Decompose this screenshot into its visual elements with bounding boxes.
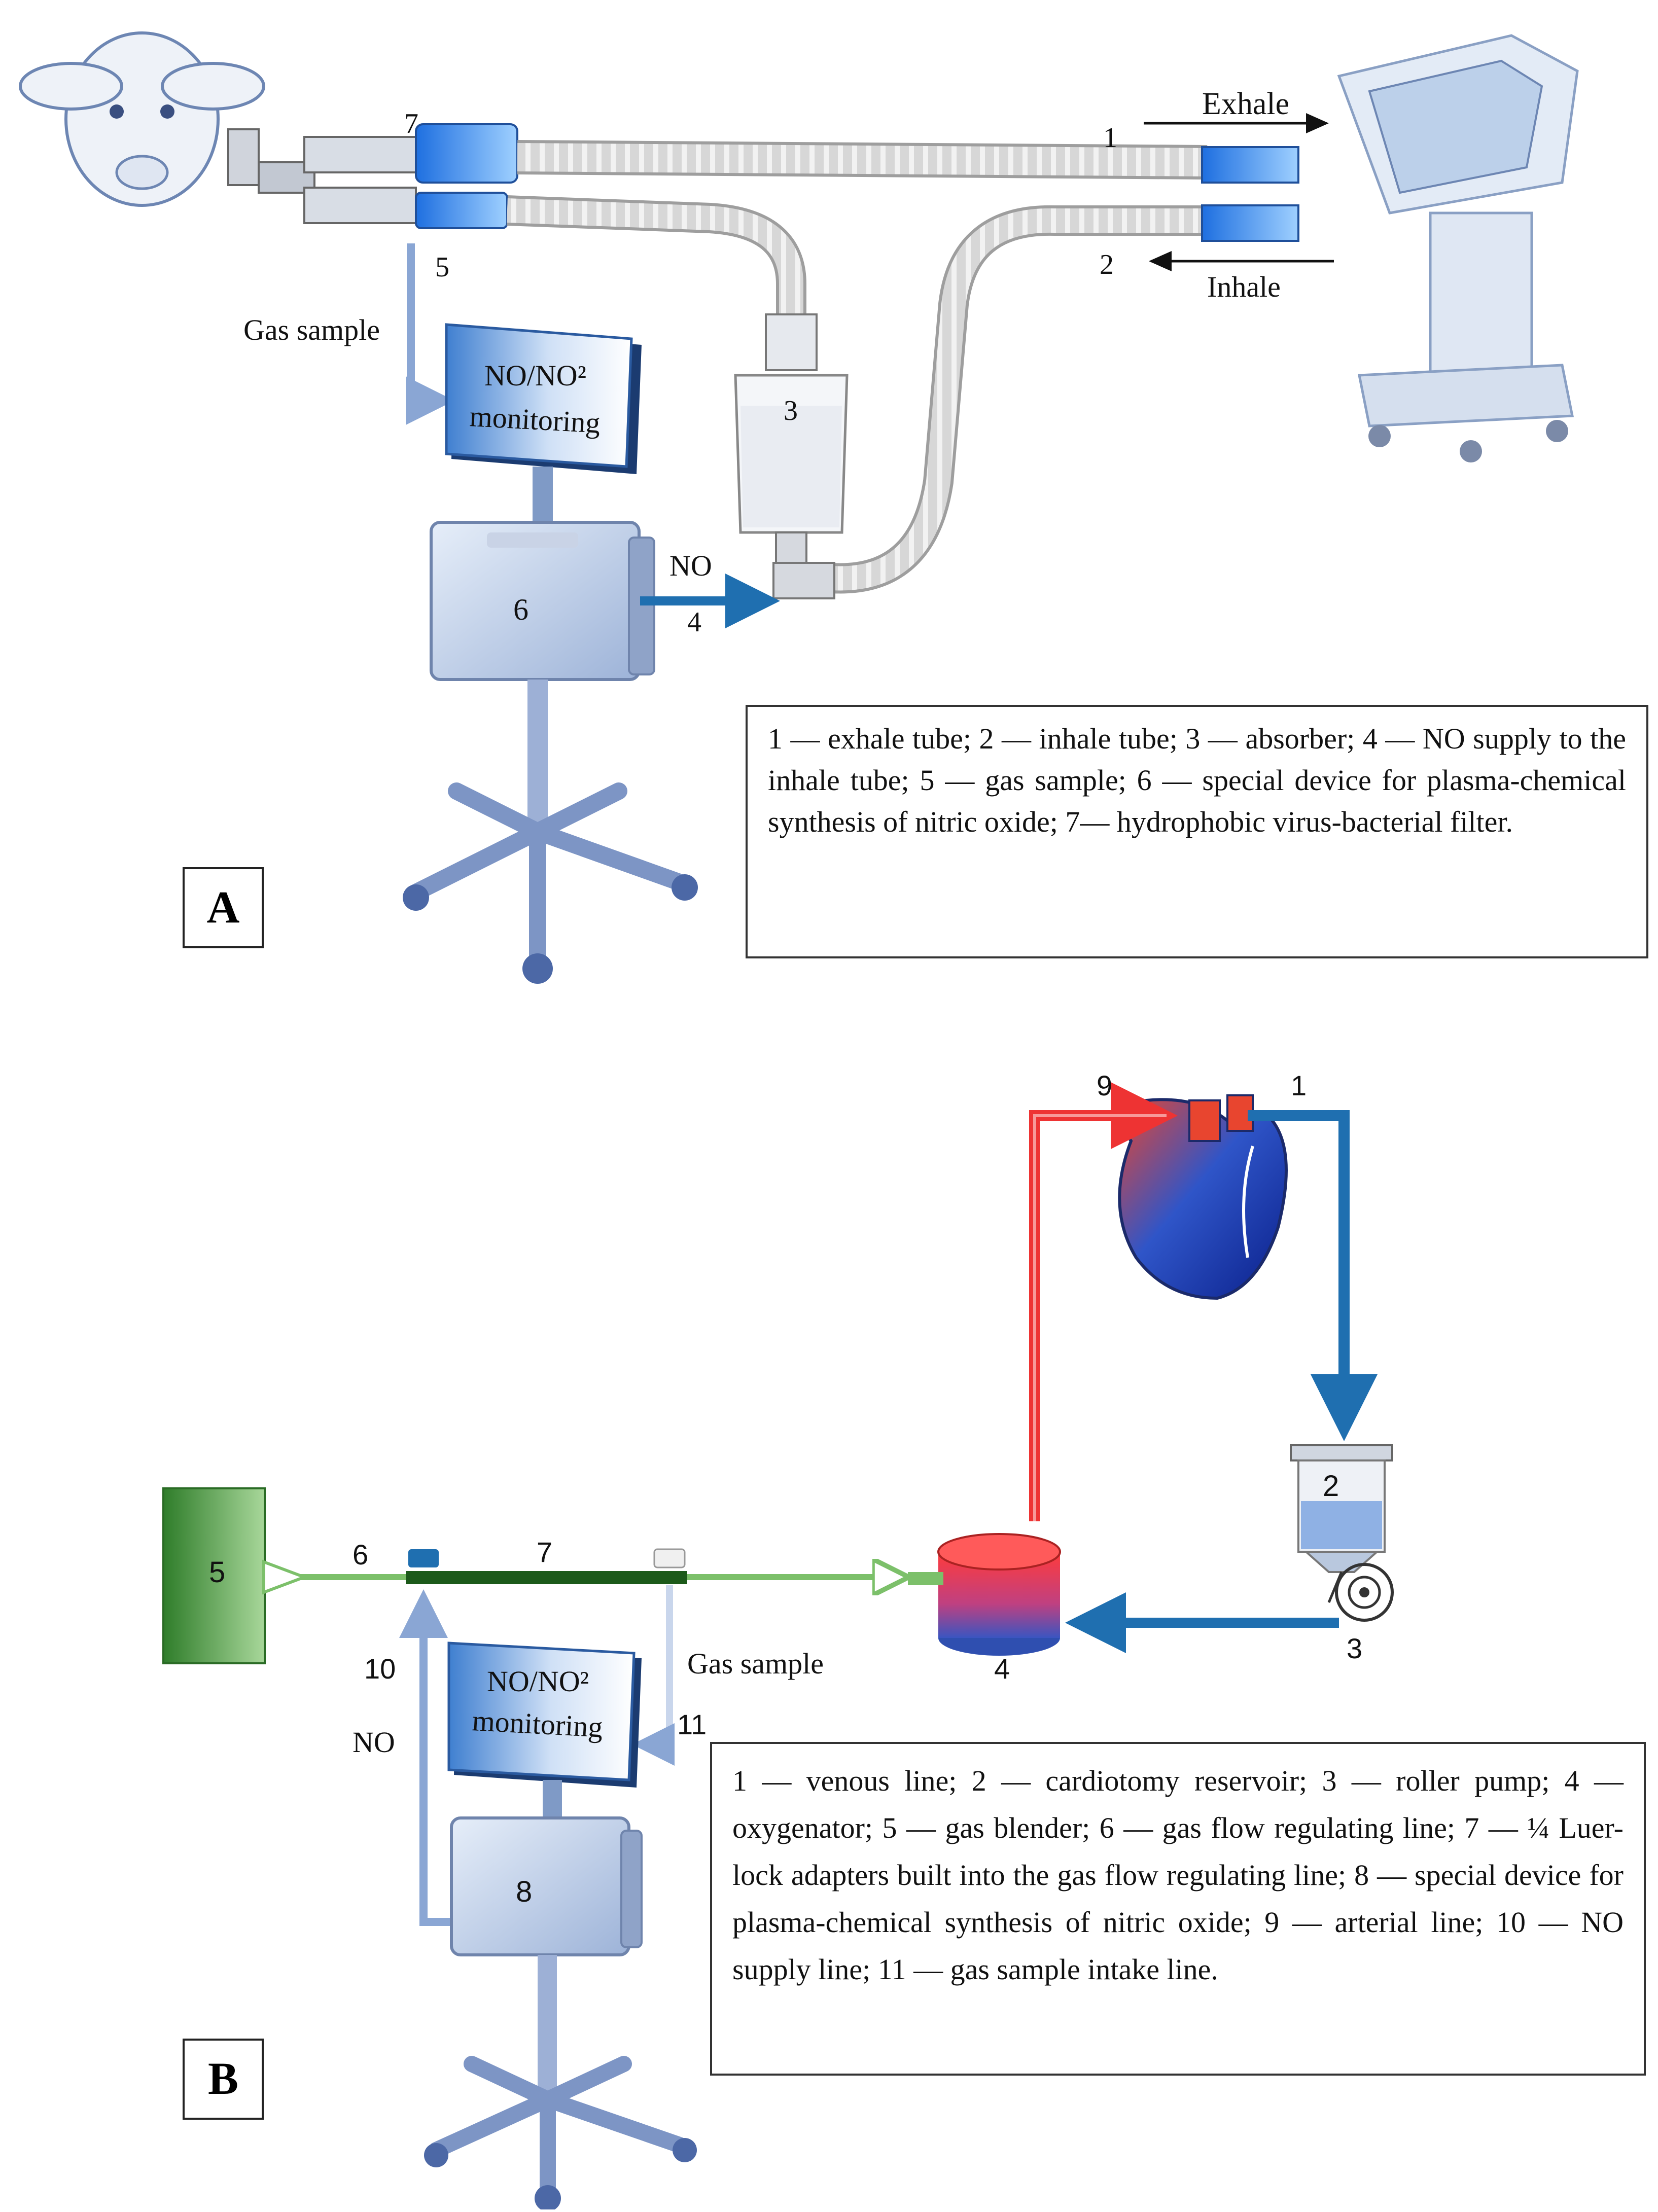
luer-adapter-sample [653, 1548, 686, 1568]
label-8: 8 [516, 1875, 532, 1908]
label-5: 5 [435, 252, 449, 283]
virus-bacterial-filter [415, 123, 518, 229]
roller-pump [1327, 1563, 1394, 1622]
label-3: 3 [784, 395, 798, 426]
gas-sample-line [632, 1585, 675, 1766]
no-monitor: NO/NO² monitoring [445, 323, 642, 522]
inhale-tube [506, 195, 1299, 594]
exhale-tube [517, 140, 1299, 184]
monitor-subtitle: monitoring [469, 400, 601, 439]
no-synthesis-device [424, 1816, 697, 2211]
venous-line [1248, 1110, 1378, 1441]
legend-panel-a: 1 — exhale tube; 2 — inhale tube; 3 — ab… [746, 705, 1648, 958]
legend-panel-b: 1 — venous line; 2 — cardiotomy reservoi… [710, 1742, 1646, 2076]
label-3: 3 [1347, 1632, 1362, 1664]
luer-adapter-no [408, 1549, 439, 1567]
cardiotomy-reservoir [1290, 1444, 1393, 1573]
label-4: 4 [687, 606, 701, 638]
label-2: 2 [1100, 249, 1114, 280]
absorber [734, 313, 849, 599]
label-11: 11 [677, 1708, 707, 1740]
legend-text: 1 — exhale tube; 2 — inhale tube; 3 — ab… [768, 722, 1626, 838]
monitor-title: NO/NO² [484, 359, 586, 392]
label-7: 7 [404, 108, 418, 139]
oxygenator-gas-inlet [908, 1572, 943, 1585]
gas-sample-label: Gas sample [243, 313, 380, 346]
label-6: 6 [513, 593, 528, 626]
no-label: NO [352, 1726, 395, 1759]
label-6: 6 [352, 1539, 368, 1571]
no-synthesis-device [403, 521, 698, 984]
exhale-label: Exhale [1202, 87, 1289, 121]
sheep-icon [19, 31, 265, 207]
monitor-title: NO/NO² [487, 1665, 589, 1698]
gas-sample-line [406, 243, 454, 425]
label-1: 1 [1103, 122, 1117, 154]
heart-icon [1118, 1094, 1288, 1300]
gas-sample-label: Gas sample [687, 1647, 824, 1680]
label-10: 10 [364, 1653, 396, 1685]
no-label: NO [669, 549, 712, 582]
label-4: 4 [994, 1653, 1010, 1685]
gas-blender [162, 1487, 266, 1664]
monitor-subtitle: monitoring [471, 1704, 604, 1743]
label-2: 2 [1323, 1470, 1339, 1503]
panel-label-a: A [183, 867, 264, 948]
label-7: 7 [537, 1536, 552, 1568]
label-5: 5 [209, 1556, 225, 1589]
panel-label-b: B [183, 2039, 264, 2120]
no-monitor: NO/NO² monitoring [447, 1642, 642, 1821]
legend-text: 1 — venous line; 2 — cardiotomy reservoi… [732, 1764, 1624, 1986]
luer-lock-segment [406, 1571, 687, 1584]
y-piece-connector [227, 128, 417, 224]
label-9: 9 [1097, 1069, 1112, 1101]
inhale-label: Inhale [1207, 270, 1281, 303]
ventilator [1337, 34, 1579, 462]
oxygenator [937, 1533, 1061, 1656]
label-1: 1 [1291, 1069, 1307, 1101]
blender-outlet-arrow [262, 1559, 309, 1595]
